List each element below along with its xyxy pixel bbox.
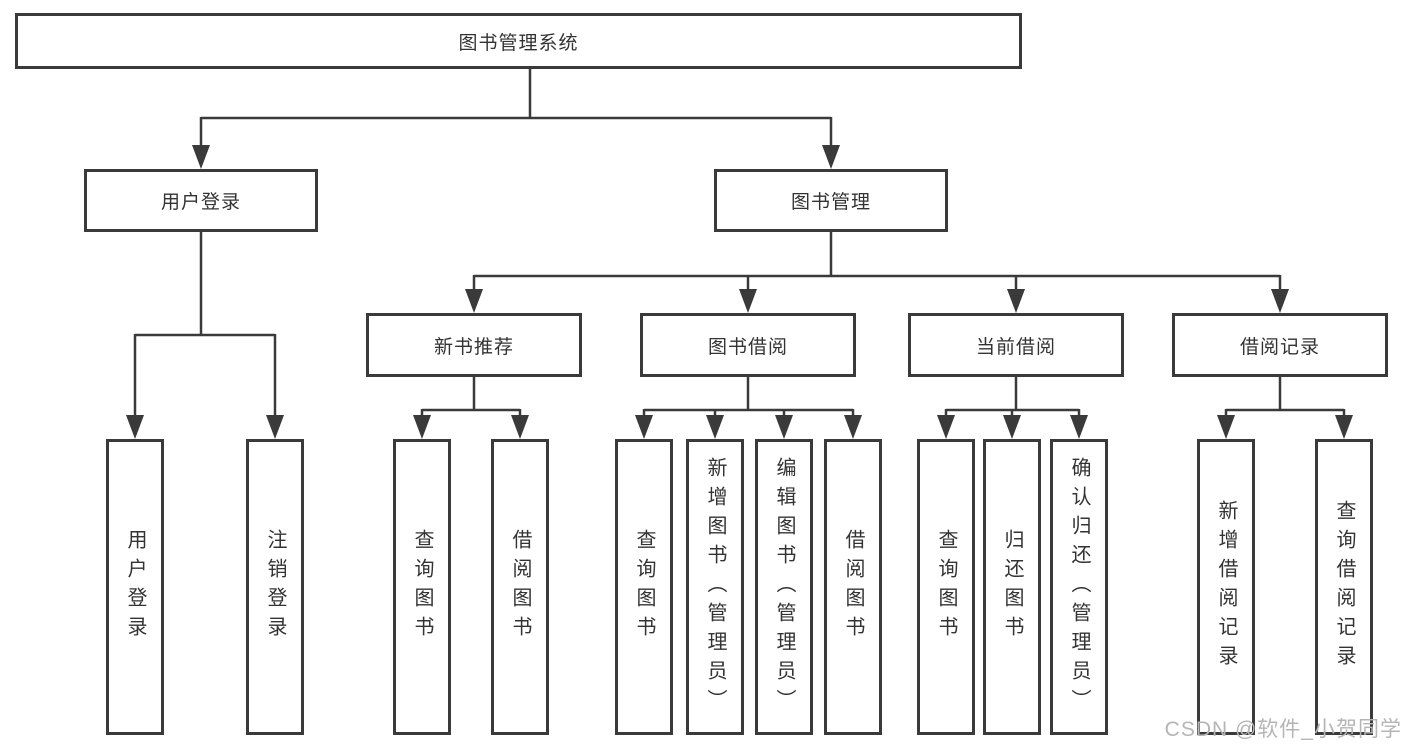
leaf-add-borrow-record: 新增借阅记录	[1197, 439, 1255, 735]
leaf-user-login: 用户登录	[106, 439, 164, 735]
leaf-edit-books-admin: 编辑图书（管理员）	[755, 439, 813, 735]
node-book-management: 图书管理	[714, 169, 948, 232]
leaf-logout: 注销登录	[246, 439, 304, 735]
leaf-confirm-return-admin: 确认归还（管理员）	[1050, 439, 1108, 735]
leaf-query-books-borrow: 查询图书	[615, 439, 673, 735]
leaf-borrow-books-recommend: 借阅图书	[491, 439, 549, 735]
node-current-borrow: 当前借阅	[908, 313, 1124, 377]
node-user-login: 用户登录	[84, 169, 318, 232]
leaf-query-borrow-record: 查询借阅记录	[1315, 439, 1373, 735]
node-new-book-recommend: 新书推荐	[366, 313, 582, 377]
leaf-query-books-recommend: 查询图书	[393, 439, 451, 735]
node-borrow-records: 借阅记录	[1172, 313, 1388, 377]
leaf-borrow-books: 借阅图书	[824, 439, 882, 735]
node-book-borrow: 图书借阅	[640, 313, 856, 377]
leaf-return-books: 归还图书	[983, 439, 1041, 735]
node-library-system: 图书管理系统	[15, 13, 1022, 69]
watermark: CSDN @软件_小贺同学	[1164, 718, 1402, 741]
leaf-query-books-current: 查询图书	[917, 439, 975, 735]
leaf-add-books-admin: 新增图书（管理员）	[686, 439, 744, 735]
